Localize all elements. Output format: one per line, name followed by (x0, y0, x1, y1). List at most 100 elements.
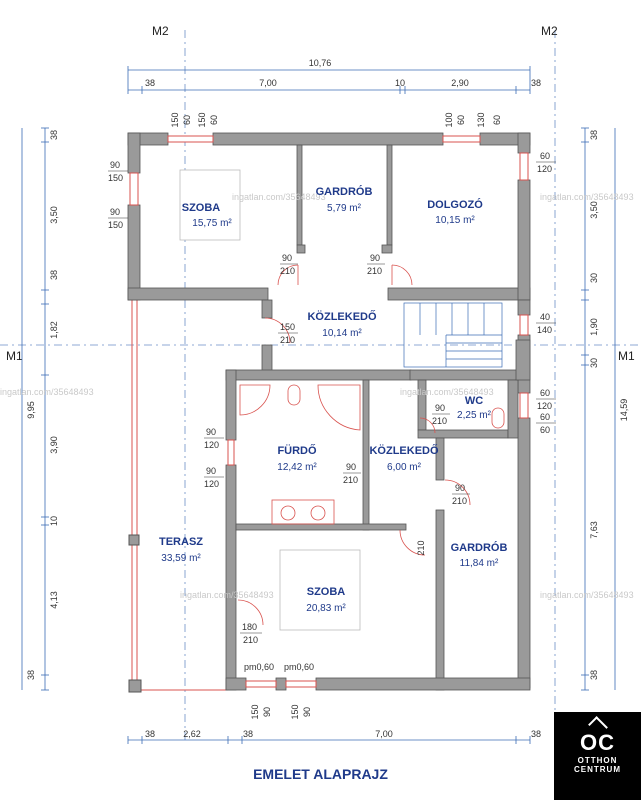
room-name: SZOBA (307, 586, 346, 598)
dim-top-seg-5: 38 (531, 78, 541, 88)
room-area: 12,42 m² (277, 462, 317, 473)
svg-text:210: 210 (432, 416, 447, 426)
top-dimension-lines (127, 66, 531, 94)
dim-window-bottom-1: 150 (250, 704, 260, 719)
dim-top-seg-1: 38 (145, 78, 155, 88)
dim-top-seg-3: 10 (395, 78, 405, 88)
dim-top-seg-4: 2,90 (451, 78, 469, 88)
svg-text:90: 90 (110, 160, 120, 170)
svg-text:150: 150 (280, 322, 295, 332)
walls (127, 132, 531, 691)
svg-text:120: 120 (204, 440, 219, 450)
dim-top-total: 10,76 (309, 58, 332, 68)
dim-top-seg-2: 7,00 (259, 78, 277, 88)
svg-text:40: 40 (540, 312, 550, 322)
room-name: KÖZLEKEDŐ (369, 444, 439, 457)
room-name: SZOBA (182, 202, 221, 214)
terrace-column (128, 534, 140, 546)
dim-window-top-1: 150 (170, 112, 180, 127)
dim-left-seg-5: 3,90 (49, 436, 59, 454)
dim-right-seg-2: 3,50 (589, 201, 599, 219)
room-area: 20,83 m² (306, 603, 346, 614)
plan-title: EMELET ALAPRAJZ (253, 766, 388, 782)
svg-text:90: 90 (282, 253, 292, 263)
dim-left-seg-3: 38 (49, 270, 59, 280)
room-name: KÖZLEKEDŐ (307, 310, 377, 323)
svg-text:140: 140 (537, 325, 552, 335)
dim-left-seg-7: 4,13 (49, 591, 59, 609)
svg-text:90: 90 (206, 466, 216, 476)
dim-bottom-seg-3: 38 (243, 729, 253, 739)
dim-pm-1: pm0,60 (244, 662, 274, 672)
dim-window-top-3: 150 (197, 112, 207, 127)
svg-text:210: 210 (280, 266, 295, 276)
svg-text:60: 60 (540, 412, 550, 422)
svg-text:210: 210 (452, 496, 467, 506)
terrace-railing (131, 300, 228, 691)
dim-right-seg-3: 30 (589, 273, 599, 283)
windows (129, 135, 529, 688)
dim-window-bottom-2: 90 (262, 707, 272, 717)
room-area: 10,15 m² (435, 215, 475, 226)
svg-text:120: 120 (204, 479, 219, 489)
room-name: FÜRDŐ (277, 444, 317, 457)
room-name: GARDRÓB (451, 541, 508, 554)
axis-label-m2-left: M2 (152, 24, 169, 38)
room-name: DOLGOZÓ (427, 198, 483, 211)
dim-window-top-5: 100 (444, 112, 454, 127)
dim-window-top-7: 130 (476, 112, 486, 127)
room-area: 33,59 m² (161, 553, 201, 564)
dim-bottom-seg-2: 2,62 (183, 729, 201, 739)
dim-right-seg-7: 38 (589, 670, 599, 680)
dim-window-bottom-3: 150 (290, 704, 300, 719)
room-area: 5,79 m² (327, 203, 362, 214)
room-area: 2,25 m² (457, 410, 492, 421)
room-area: 6,00 m² (387, 462, 422, 473)
stairs (403, 302, 503, 368)
svg-text:60: 60 (540, 388, 550, 398)
svg-text:210: 210 (367, 266, 382, 276)
dim-left-seg-4: 1,82 (49, 321, 59, 339)
door-swings (237, 264, 471, 626)
svg-text:60: 60 (540, 151, 550, 161)
watermark-text: ingatlan.com/35648493 (0, 387, 94, 397)
watermark-text: ingatlan.com/35648493 (400, 387, 494, 397)
svg-text:90: 90 (370, 253, 380, 263)
svg-text:150: 150 (108, 173, 123, 183)
dim-bottom-seg-5: 38 (531, 729, 541, 739)
dim-bottom-seg-1: 38 (145, 729, 155, 739)
svg-text:180: 180 (242, 622, 257, 632)
svg-text:210: 210 (343, 475, 358, 485)
svg-text:210: 210 (243, 635, 258, 645)
dim-window-top-2: 60 (182, 115, 192, 125)
dim-window-top-4: 60 (209, 115, 219, 125)
watermark-text: ingatlan.com/35648493 (232, 192, 326, 202)
dim-bottom-seg-4: 7,00 (375, 729, 393, 739)
otthon-centrum-logo: OC OTTHON CENTRUM (554, 712, 641, 800)
dim-window-bottom-4: 90 (302, 707, 312, 717)
dim-right-seg-6: 7,63 (589, 521, 599, 539)
dim-left-seg-8: 38 (26, 670, 36, 680)
watermark-text: ingatlan.com/35648493 (540, 590, 634, 600)
axis-label-m1-right: M1 (618, 349, 635, 363)
svg-text:150: 150 (108, 220, 123, 230)
dim-left-seg-1: 38 (49, 130, 59, 140)
watermark-text: ingatlan.com/35648493 (540, 192, 634, 202)
svg-text:120: 120 (537, 164, 552, 174)
room-name: TERASZ (159, 536, 203, 548)
logo-line-2: CENTRUM (574, 765, 621, 774)
room-area: 10,14 m² (322, 328, 362, 339)
